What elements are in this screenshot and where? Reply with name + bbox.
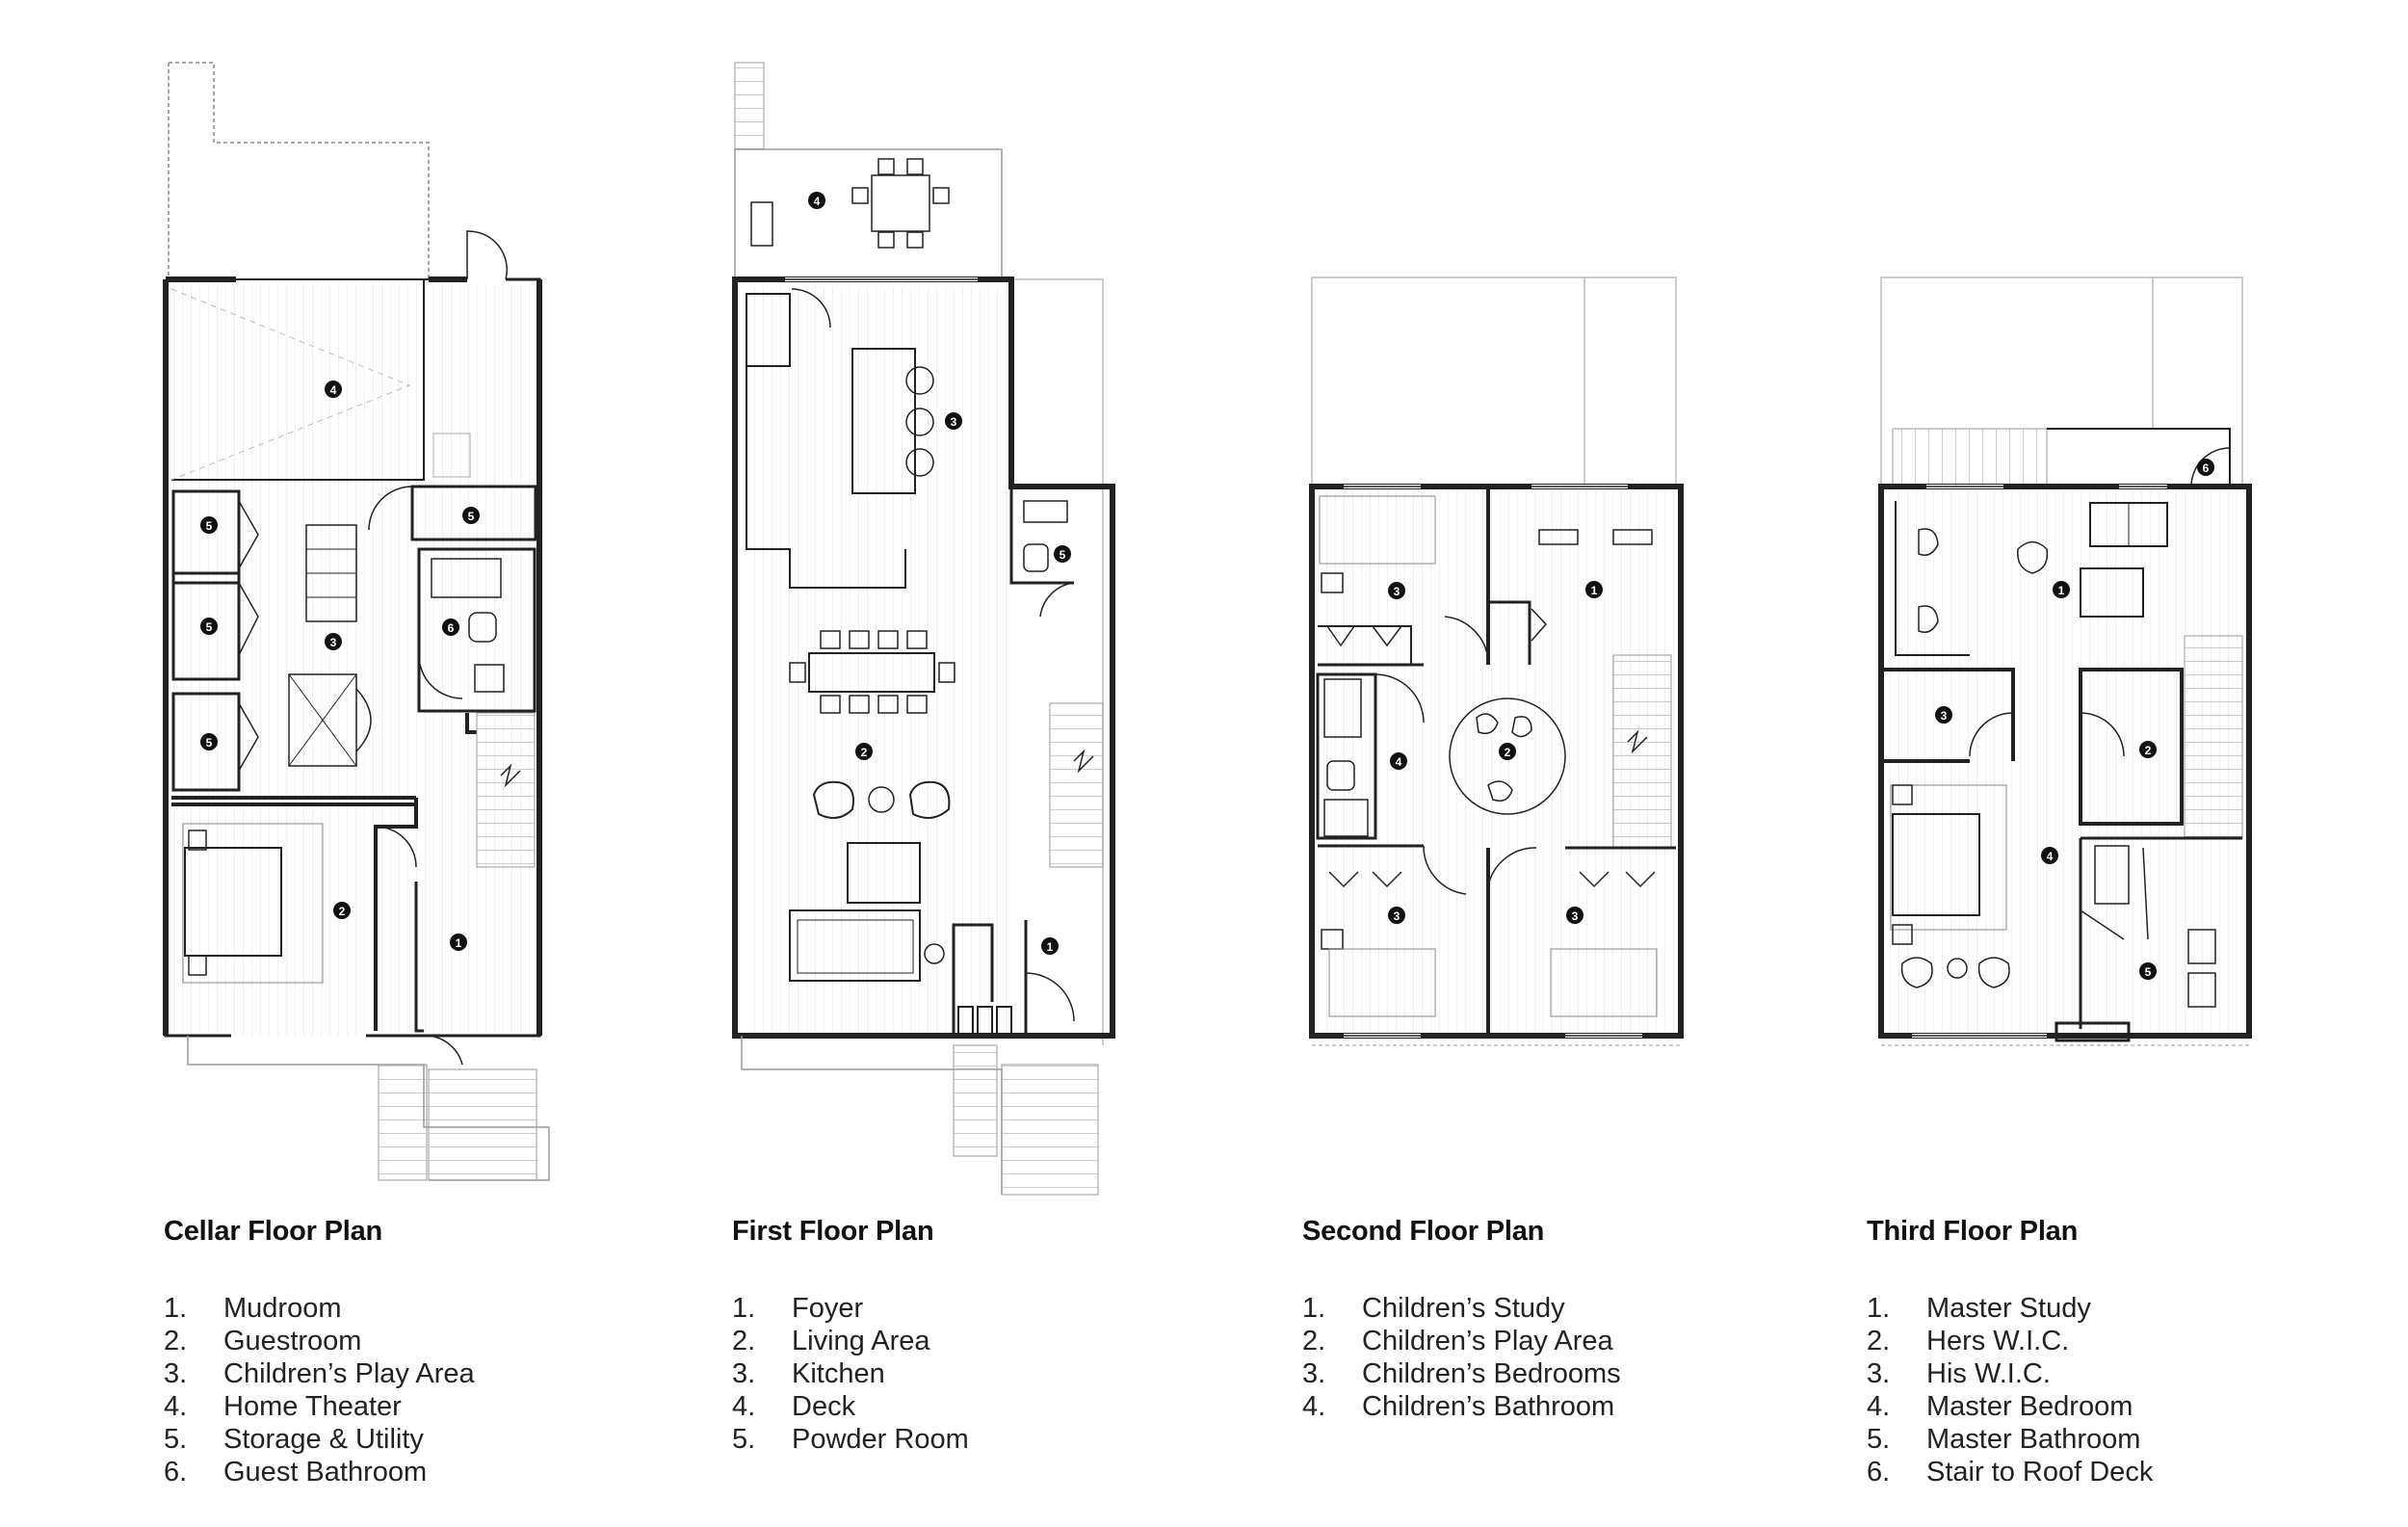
room-marker: 6	[442, 619, 459, 636]
list-item: 4.Home Theater	[164, 1391, 402, 1422]
first-legend-title: First Floor Plan	[732, 1216, 934, 1247]
room-marker: 2	[333, 902, 351, 919]
first-floor-plan	[732, 62, 1115, 1196]
list-item: 4.Master Bedroom	[1867, 1391, 2133, 1422]
svg-text:6: 6	[448, 621, 455, 635]
svg-text:4: 4	[1396, 755, 1402, 769]
room-marker: 1	[450, 934, 467, 951]
list-item: 1.Master Study	[1867, 1293, 2091, 1324]
svg-text:4: 4	[330, 383, 337, 397]
second-room-list: 1.Children’s Study 2.Children’s Play Are…	[1302, 1292, 1842, 1423]
list-item: 2.Living Area	[732, 1326, 930, 1356]
svg-text:1: 1	[1591, 584, 1598, 597]
cellar-room-list: 1.Mudroom 2.Guestroom 3.Children’s Play …	[164, 1292, 703, 1488]
room-marker: 5	[200, 733, 218, 750]
room-marker: 1	[1041, 937, 1059, 955]
svg-text:5: 5	[206, 620, 213, 634]
second-legend-title: Second Floor Plan	[1302, 1216, 1545, 1247]
list-item: 5.Master Bathroom	[1867, 1424, 2141, 1455]
list-item: 1.Foyer	[732, 1293, 864, 1324]
svg-text:2: 2	[339, 905, 346, 918]
room-marker: 2	[1499, 743, 1516, 760]
room-marker: 2	[2139, 741, 2157, 758]
list-item: 2.Children’s Play Area	[1302, 1326, 1613, 1356]
room-marker: 1	[1585, 581, 1603, 598]
room-marker: 4	[2041, 847, 2058, 864]
first-room-markers: 4 3 5 2 1	[808, 192, 1071, 955]
room-marker: 3	[1388, 907, 1405, 924]
list-item: 2.Guestroom	[164, 1326, 362, 1356]
cellar-legend-title: Cellar Floor Plan	[164, 1216, 383, 1247]
list-item: 1.Children’s Study	[1302, 1293, 1565, 1324]
list-item: 5.Storage & Utility	[164, 1424, 424, 1455]
room-marker: 4	[1390, 752, 1407, 770]
room-marker: 3	[1935, 706, 1952, 724]
svg-text:3: 3	[951, 415, 957, 429]
room-marker: 3	[1566, 907, 1584, 924]
list-item: 6.Stair to Roof Deck	[1867, 1457, 2154, 1488]
third-room-markers: 6 1 3 2 4 5	[1935, 459, 2214, 980]
room-marker: 6	[2197, 459, 2214, 476]
second-legend: Second Floor Plan 1.Children’s Study 2.C…	[1302, 1216, 1842, 1423]
svg-text:3: 3	[1941, 709, 1948, 723]
cellar-legend: Cellar Floor Plan 1.Mudroom 2.Guestroom …	[164, 1216, 703, 1488]
svg-text:2: 2	[2145, 744, 2152, 757]
third-room-list: 1.Master Study 2.Hers W.I.C. 3.His W.I.C…	[1867, 1292, 2406, 1488]
second-floor-plan	[1309, 276, 1684, 1046]
svg-text:5: 5	[206, 736, 213, 750]
first-legend: First Floor Plan 1.Foyer 2.Living Area 3…	[732, 1216, 1271, 1456]
third-legend: Third Floor Plan 1.Master Study 2.Hers W…	[1867, 1216, 2406, 1488]
list-item: 6.Guest Bathroom	[164, 1457, 428, 1488]
svg-text:1: 1	[456, 936, 462, 950]
svg-text:5: 5	[1060, 548, 1066, 562]
third-floor-plan	[1878, 276, 2252, 1046]
list-item: 5.Powder Room	[732, 1424, 969, 1455]
third-legend-title: Third Floor Plan	[1867, 1216, 2079, 1247]
list-item: 2.Hers W.I.C.	[1867, 1326, 2070, 1356]
svg-text:3: 3	[330, 636, 337, 649]
svg-text:1: 1	[1047, 940, 1054, 954]
svg-text:3: 3	[1394, 585, 1400, 598]
svg-text:6: 6	[2203, 461, 2210, 475]
svg-text:4: 4	[814, 195, 821, 208]
svg-text:5: 5	[2145, 965, 2152, 979]
list-item: 3.Kitchen	[732, 1358, 885, 1389]
room-marker: 4	[325, 381, 342, 398]
room-marker: 5	[200, 618, 218, 635]
cellar-room-markers: 4 5 5 3 6 5 5 2 1	[200, 381, 480, 951]
svg-text:3: 3	[1394, 909, 1400, 923]
svg-text:4: 4	[2047, 850, 2054, 863]
list-item: 3.His W.I.C.	[1867, 1358, 2051, 1389]
svg-text:5: 5	[206, 519, 213, 533]
svg-text:5: 5	[468, 510, 475, 523]
list-item: 1.Mudroom	[164, 1293, 342, 1324]
list-item: 4.Children’s Bathroom	[1302, 1391, 1615, 1422]
list-item: 3.Children’s Play Area	[164, 1358, 475, 1389]
room-marker: 1	[2053, 581, 2070, 598]
room-marker: 5	[462, 507, 480, 524]
room-marker: 5	[200, 516, 218, 534]
room-marker: 3	[1388, 582, 1405, 599]
room-marker: 2	[855, 743, 873, 760]
room-marker: 3	[325, 633, 342, 650]
svg-text:1: 1	[2058, 584, 2065, 597]
list-item: 3.Children’s Bedrooms	[1302, 1358, 1621, 1389]
room-marker: 5	[2139, 962, 2157, 980]
list-item: 4.Deck	[732, 1391, 856, 1422]
first-room-list: 1.Foyer 2.Living Area 3.Kitchen 4.Deck 5…	[732, 1292, 1271, 1456]
room-marker: 4	[808, 192, 825, 209]
cellar-floor-plan	[163, 62, 550, 1181]
room-marker: 5	[1054, 545, 1071, 563]
second-room-markers: 3 1 4 2 3 3	[1388, 581, 1603, 924]
svg-text:2: 2	[861, 746, 868, 759]
svg-text:3: 3	[1572, 909, 1579, 923]
room-marker: 3	[945, 412, 962, 430]
svg-text:2: 2	[1505, 746, 1511, 759]
